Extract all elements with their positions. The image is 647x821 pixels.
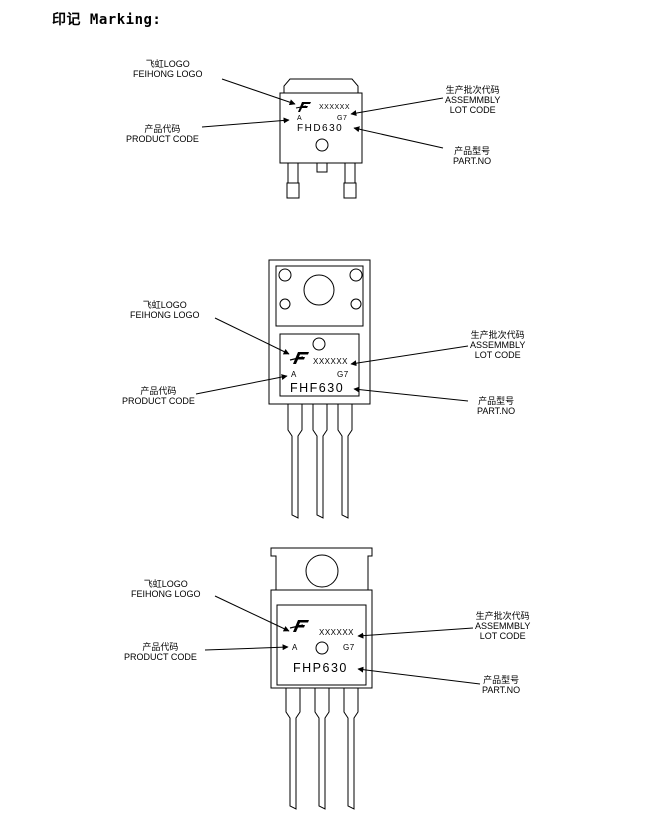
lot-code-marking: XXXXXX (319, 628, 355, 637)
to220f-package (268, 259, 371, 519)
date-code-marking: G7 (337, 115, 348, 122)
date-code-marking: G7 (337, 370, 349, 379)
callout-arrows (195, 78, 481, 685)
to220-package (270, 547, 373, 810)
product-code-marking: A (292, 643, 298, 652)
feihong-logo-icon (289, 352, 309, 364)
part-no-marking: FHD630 (297, 123, 344, 134)
feihong-logo-icon (289, 620, 309, 632)
lot-code-marking: XXXXXX (319, 104, 351, 111)
product-code-marking: A (291, 370, 297, 379)
part-no-marking: FHP630 (293, 661, 348, 675)
part-no-marking: FHF630 (290, 381, 345, 395)
page-title: 印记 Marking: (52, 12, 162, 28)
feihong-logo-icon (295, 102, 311, 112)
lot-code-marking: XXXXXX (313, 357, 349, 366)
date-code-marking: G7 (343, 643, 355, 652)
to252-package (279, 78, 363, 199)
product-code-marking: A (297, 115, 303, 122)
